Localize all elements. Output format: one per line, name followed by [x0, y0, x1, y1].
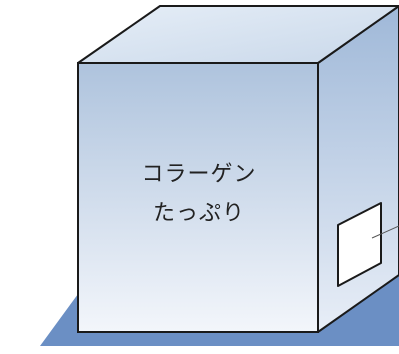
box-text-line-1: コラーゲン	[141, 162, 257, 187]
box-text-line-2: たっぷり	[152, 201, 245, 226]
callout-line	[371, 225, 399, 239]
box-side-label	[337, 202, 382, 287]
box-front-face	[77, 62, 319, 333]
